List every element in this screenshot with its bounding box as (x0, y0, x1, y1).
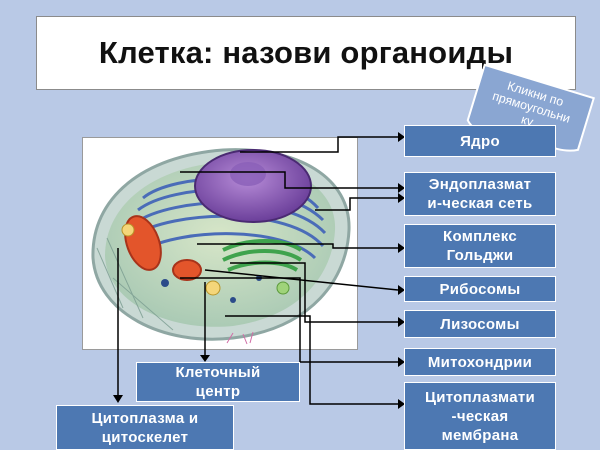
nucleus-label: Ядро (460, 132, 500, 150)
golgi-button[interactable]: Комплекс Гольджи (404, 224, 556, 268)
page-title: Клетка: назови органоиды (98, 35, 514, 70)
membrane-label-line-1: Цитоплазмати (424, 388, 536, 406)
cytoplasm-label-line-2: цитоскелет (101, 428, 189, 446)
er-label-line-1: Эндоплазмат (428, 176, 532, 193)
golgi-label-line-1: Комплекс (442, 228, 517, 245)
membrane-label-line-2: -ческая (451, 407, 509, 425)
er-label-line-2: и-ческая сеть (427, 195, 533, 212)
cell-drawing (91, 148, 351, 345)
lysosomes-label: Лизосомы (440, 315, 520, 333)
nucleus-shape (194, 149, 312, 223)
ribosomes-button[interactable]: Рибосомы (404, 276, 556, 302)
er-button[interactable]: Эндоплазмат и-ческая сеть (404, 172, 556, 216)
ribosomes-label: Рибосомы (439, 280, 521, 298)
mitochondria-label: Митохондрии (427, 353, 533, 371)
centrosome-label-line-1: Клеточный (175, 364, 261, 381)
mitochondrion-shape-2 (172, 259, 202, 281)
lysosomes-button[interactable]: Лизосомы (404, 310, 556, 338)
membrane-label-line-3: мембрана (441, 426, 519, 444)
cell-illustration (82, 137, 358, 350)
cytoplasm-label-line-1: Цитоплазма и (91, 409, 199, 427)
nucleus-button[interactable]: Ядро (404, 125, 556, 157)
cytoplasm-button[interactable]: Цитоплазма и цитоскелет (56, 405, 234, 450)
mitochondria-button[interactable]: Митохондрии (404, 348, 556, 376)
membrane-button[interactable]: Цитоплазмати -ческая мембрана (404, 382, 556, 450)
centrosome-label-line-2: центр (195, 383, 241, 400)
golgi-label-line-2: Гольджи (446, 247, 514, 264)
centrosome-button[interactable]: Клеточный центр (136, 362, 300, 402)
title-box: Клетка: назови органоиды (36, 16, 576, 90)
